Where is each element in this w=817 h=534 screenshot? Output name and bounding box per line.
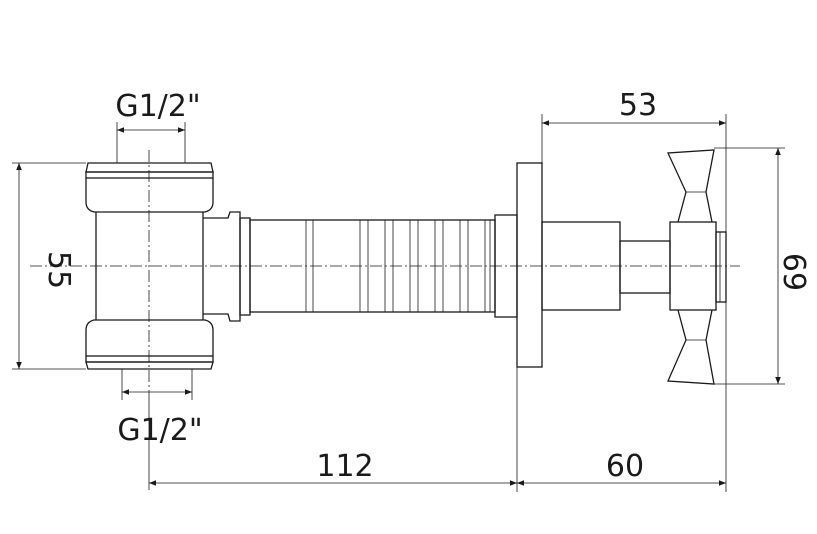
spindle-and-handle bbox=[541, 149, 727, 385]
spindle bbox=[619, 240, 671, 294]
wall-flange bbox=[494, 162, 543, 368]
flange-plate bbox=[516, 162, 543, 368]
body-sides bbox=[95, 212, 204, 320]
dimension-handle-span: 69 bbox=[714, 147, 811, 385]
length-to-flange-label: 112 bbox=[316, 449, 373, 484]
dimension-thread-top: G1/2" bbox=[115, 89, 201, 163]
dimension-thread-bottom: G1/2" bbox=[117, 369, 203, 448]
handle-span-label: 69 bbox=[776, 253, 811, 291]
upper-boss bbox=[85, 178, 214, 213]
lower-boss-cap bbox=[85, 361, 214, 370]
thread-bottom-label: G1/2" bbox=[117, 413, 202, 448]
handle-arm-bottom bbox=[667, 309, 715, 385]
dimension-length-end: 60 bbox=[517, 302, 727, 492]
length-flange-to-end-label: 60 bbox=[606, 449, 644, 484]
dimension-handle-offset: 53 bbox=[541, 88, 727, 232]
lower-boss-ring bbox=[85, 355, 214, 363]
side-collar bbox=[203, 211, 241, 322]
body-height-label: 55 bbox=[41, 251, 76, 289]
upper-boss-cap bbox=[85, 162, 214, 173]
dimension-length-flange: 112 bbox=[148, 367, 518, 492]
handle-offset-label: 53 bbox=[619, 88, 657, 123]
thread-top-label: G1/2" bbox=[115, 89, 200, 124]
lower-boss bbox=[85, 319, 214, 356]
side-collar-nut bbox=[239, 217, 251, 316]
upper-boss-ring bbox=[85, 171, 214, 179]
cap-disc bbox=[715, 231, 727, 303]
valve-body bbox=[85, 162, 251, 370]
dimension-body-height: 55 bbox=[12, 162, 86, 370]
handle-arm-top bbox=[667, 149, 715, 223]
